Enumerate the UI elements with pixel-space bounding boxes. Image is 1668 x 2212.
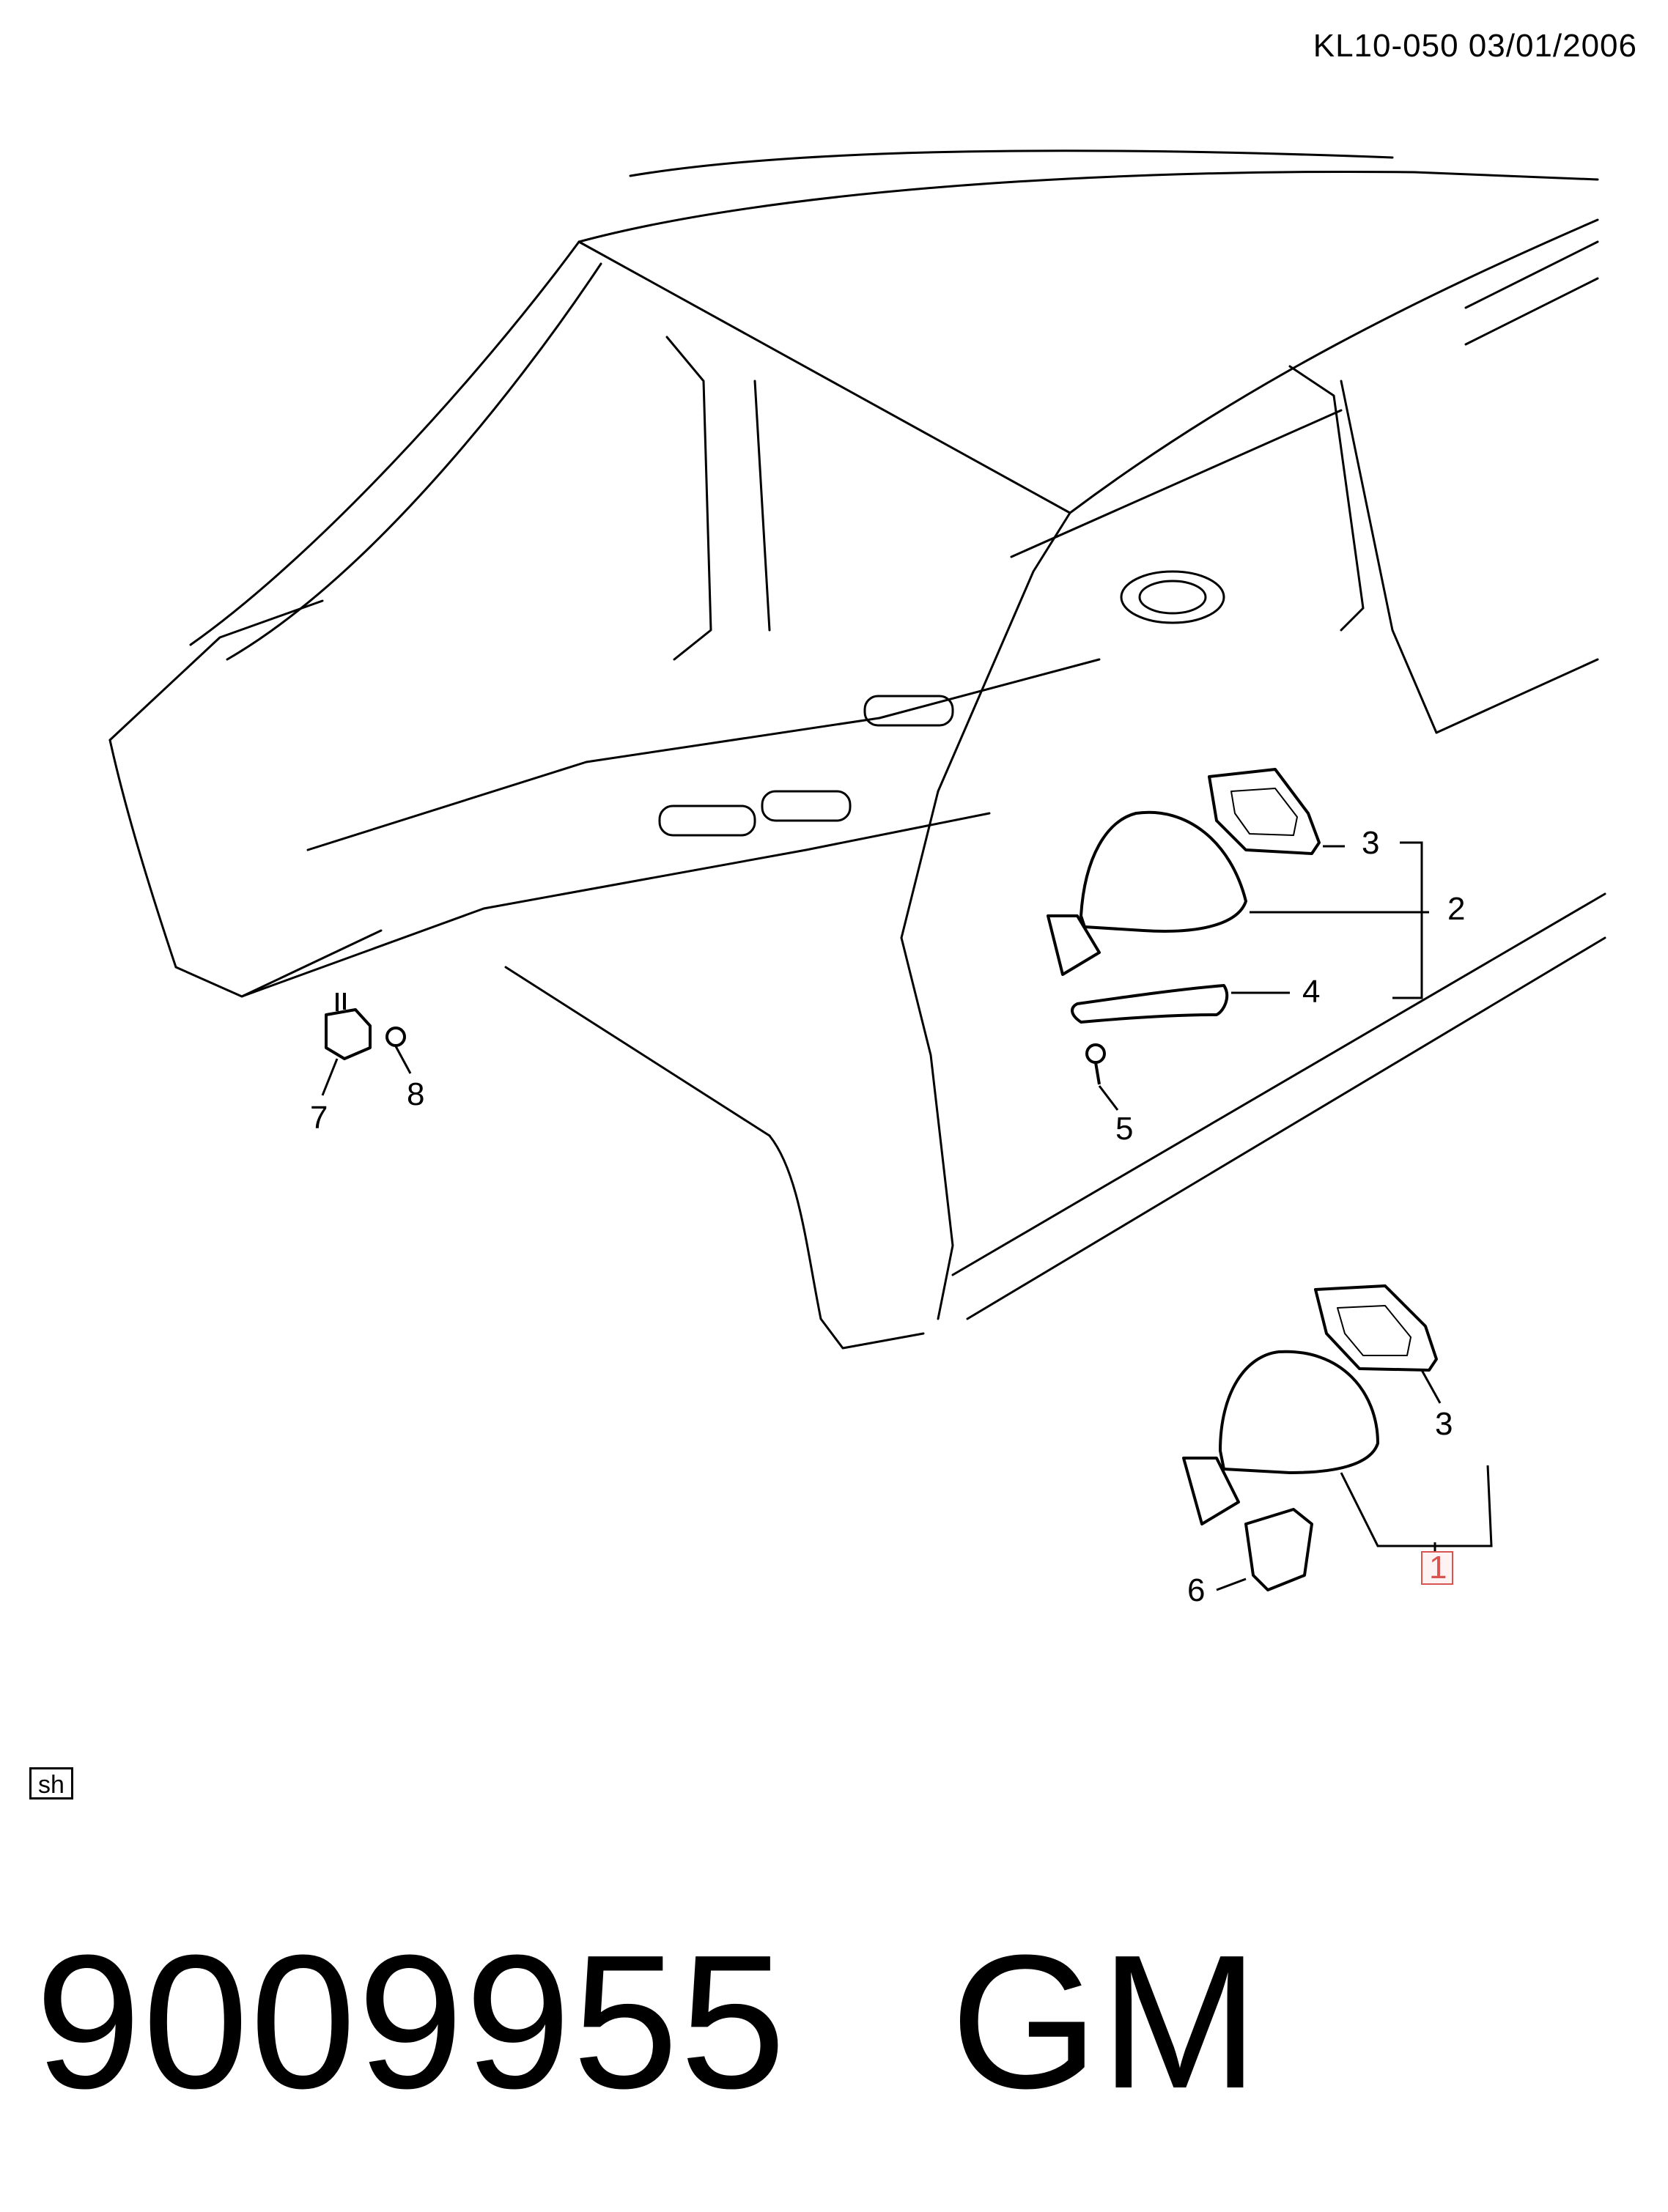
leader-lines bbox=[321, 841, 1493, 1591]
mirror-glass-illustration bbox=[1208, 768, 1321, 855]
bolt-5-illustration bbox=[1085, 1043, 1106, 1064]
nut-8-illustration bbox=[385, 1027, 406, 1047]
callout-7: 7 bbox=[310, 1100, 328, 1136]
exploded-mirror-group bbox=[1182, 1284, 1438, 1591]
mirror-housing-exploded-illustration bbox=[1219, 1350, 1379, 1474]
sh-tag: sh bbox=[29, 1767, 73, 1799]
callout-4: 4 bbox=[1302, 974, 1320, 1010]
installed-mirror-group bbox=[1047, 768, 1321, 1085]
vehicle-body-illustration bbox=[108, 149, 1606, 1350]
part-number-footer: 9009955 GM bbox=[35, 1916, 1261, 2128]
callout-3-bottom: 3 bbox=[1435, 1406, 1453, 1442]
turn-signal-lamp-illustration bbox=[1071, 984, 1229, 1024]
mirror-glass-exploded-illustration bbox=[1314, 1284, 1438, 1372]
callout-8: 8 bbox=[407, 1076, 424, 1112]
document-code: KL10-050 03/01/2006 bbox=[1313, 28, 1637, 64]
callout-6: 6 bbox=[1187, 1572, 1205, 1608]
callout-labels: 3 2 4 5 7 8 3 1 6 bbox=[310, 825, 1465, 1608]
module-7-illustration bbox=[325, 1008, 372, 1060]
callout-3-top: 3 bbox=[1362, 825, 1379, 861]
mirror-housing-illustration bbox=[1080, 810, 1247, 933]
callout-1: 1 bbox=[1429, 1550, 1447, 1586]
cover-6-illustration bbox=[1244, 1508, 1313, 1591]
callout-1-highlight bbox=[1421, 1551, 1453, 1585]
callout-5: 5 bbox=[1115, 1111, 1133, 1147]
module-group bbox=[325, 993, 406, 1060]
callout-2: 2 bbox=[1447, 891, 1465, 927]
